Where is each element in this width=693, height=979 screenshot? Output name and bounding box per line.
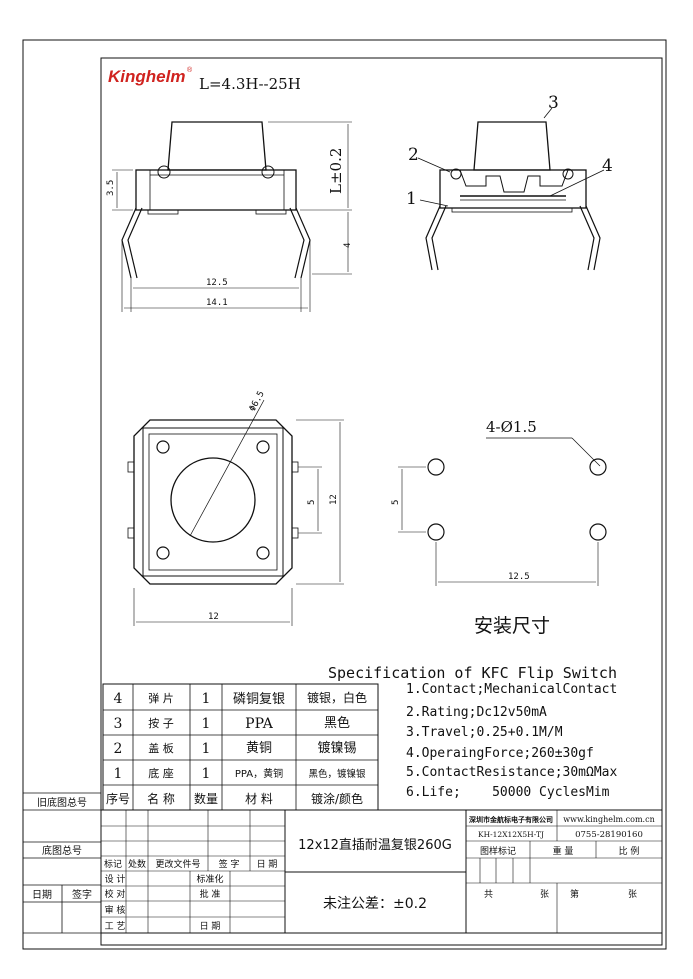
old-doc-label: 旧底图总号 (37, 796, 87, 809)
spec-item: 3.Travel;0.25+0.1M/M (406, 725, 563, 740)
side-view: 3.5 L±0.2 4 12.5 14.1 (106, 121, 353, 312)
bom-material: PPA (245, 716, 274, 732)
sheet-unit-label: 张 (540, 889, 549, 900)
dim-pin-label: 4 (343, 243, 353, 248)
bom-qty: 1 (202, 741, 211, 757)
bom-qty: 1 (202, 691, 211, 707)
sheet-unit2-label: 张 (628, 889, 637, 900)
top-view: Φ6.5 5 12 12 (127, 390, 344, 626)
role-label: 校 对 (105, 888, 126, 900)
bom-name: 弹 片 (148, 691, 174, 705)
sheets-total-label: 共 (484, 889, 493, 900)
spec-item: 1.Contact;MechanicalContact (406, 682, 617, 697)
spec-item: 2.Rating;Dc12v50mA (406, 705, 547, 720)
rev-header: 签 字 (219, 858, 240, 870)
brand-logo: Kinghelm (108, 67, 185, 86)
bom-finish: 镀银，白色 (307, 690, 367, 705)
scale-label: 比 例 (619, 845, 640, 857)
outer-frame (22, 39, 667, 950)
bom-header-qty: 数量 (194, 791, 218, 806)
role-label: 设 计 (105, 873, 126, 885)
callout-2: 2 (408, 145, 419, 165)
spec-title: Specification of KFC Flip Switch (328, 664, 617, 682)
inner-frame (100, 57, 663, 946)
spec-list: 1.Contact;MechanicalContact 2.Rating;Dc1… (406, 682, 617, 800)
drawing-mark-label: 图样标记 (480, 845, 516, 857)
side-label-block: 旧底图总号 底图总号 日期 签字 (23, 792, 101, 934)
title-block: 标记 处数 更改文件号 签 字 日 期 设 计 校 对 审 核 工 艺 标准化 … (100, 809, 663, 934)
bom-qty: 1 (202, 716, 211, 732)
model-range: L=4.3H--25H (199, 75, 301, 93)
callout-1: 1 (406, 189, 417, 209)
callout-4: 4 (602, 156, 613, 176)
bom-table: 4 弹 片 1 磷铜复银 镀银，白色 3 按 子 1 PPA 黑色 2 盖 板 … (102, 683, 379, 811)
weight-label: 重 量 (553, 845, 574, 857)
install-view: 4-Ø1.5 5 12.5 安装尺寸 (391, 418, 607, 637)
bom-no: 2 (114, 741, 123, 757)
rev-header: 日 期 (257, 859, 278, 870)
dim-pitch5-label: 5 (307, 500, 317, 505)
bom-qty: 1 (202, 766, 211, 782)
bom-no: 3 (114, 716, 123, 732)
sheet-no-label: 第 (570, 888, 579, 900)
tolerance-note: 未注公差：±0.2 (323, 896, 427, 912)
bom-finish: 镀镍锡 (317, 740, 356, 756)
dim-width-label: 14.1 (206, 298, 228, 308)
company-phone: 0755-28190160 (575, 830, 643, 840)
install-dim-v: 5 (391, 500, 401, 505)
bom-header-name: 名 称 (147, 791, 175, 806)
product-name: 12x12直插耐温复银260G (298, 838, 452, 853)
bom-material: PPA，黄铜 (235, 767, 283, 780)
company-website: www.kinghelm.com.cn (563, 815, 654, 824)
brand-reg-mark: ® (187, 66, 193, 74)
install-title: 安装尺寸 (474, 615, 550, 637)
rev-header: 处数 (128, 858, 146, 870)
part-number: KH-12X12X5H-TJ (478, 830, 544, 839)
dim-diameter-label: Φ6.5 (248, 390, 267, 414)
hole-spec-label: 4-Ø1.5 (486, 418, 537, 436)
spec-item: 6.Life; 50000 CyclesMim (406, 785, 610, 800)
role-label: 批 准 (200, 888, 221, 900)
callout-3: 3 (548, 93, 559, 113)
company-name: 深圳市金航标电子有限公司 (469, 815, 553, 824)
bom-no: 4 (114, 691, 123, 707)
role-label: 审 核 (105, 904, 126, 916)
bom-header-finish: 镀涂/颜色 (311, 791, 363, 806)
install-dim-h: 12.5 (508, 572, 530, 582)
dim-width12-label: 12 (208, 612, 219, 622)
date-label: 日期 (32, 889, 52, 901)
role-label: 标准化 (196, 873, 223, 885)
bom-header-material: 材 料 (245, 792, 273, 806)
dim-height12-label: 12 (329, 494, 339, 505)
bom-name: 底 座 (148, 766, 174, 780)
base-doc-label: 底图总号 (42, 844, 82, 857)
dim-height-label: 3.5 (106, 180, 116, 196)
dim-pitch-label: 12.5 (206, 278, 228, 288)
bom-finish: 黑色，镀镍银 (308, 768, 366, 780)
bom-name: 盖 板 (148, 741, 174, 755)
bom-name: 按 子 (148, 716, 174, 730)
sign-label: 签字 (72, 888, 92, 901)
section-view: 3 2 1 4 (406, 93, 613, 271)
spec-item: 5.ContactResistance;30mΩMax (406, 765, 617, 780)
rev-header: 标记 (104, 858, 122, 870)
role-label: 工 艺 (105, 921, 126, 932)
bom-material: 黄铜 (246, 741, 272, 756)
bom-no: 1 (114, 766, 123, 782)
role-label: 日 期 (200, 921, 221, 932)
rev-header: 更改文件号 (155, 858, 200, 870)
spec-item: 4.OperaingForce;260±30gf (406, 746, 594, 761)
bom-header-no: 序号 (106, 791, 130, 806)
bom-finish: 黑色 (324, 715, 350, 731)
dim-length-label: L±0.2 (327, 148, 345, 194)
bom-material: 磷铜复银 (233, 692, 285, 707)
